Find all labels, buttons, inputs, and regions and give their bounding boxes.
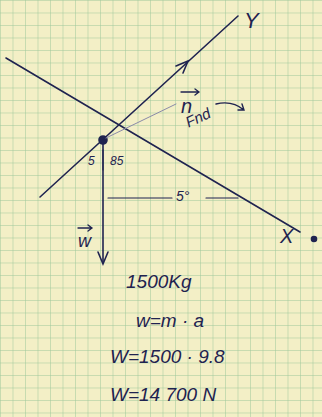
vector-mark xyxy=(78,225,92,231)
angle-label: 5 xyxy=(88,155,95,167)
angle-label: 5° xyxy=(176,189,189,203)
dot xyxy=(312,237,317,242)
curved-arrow xyxy=(216,103,244,110)
mass-label: 1500Kg xyxy=(126,272,192,291)
equation: W=14 700 N xyxy=(110,385,216,404)
vector-mark xyxy=(181,89,199,95)
weight-vector xyxy=(102,140,104,262)
axis-label: X xyxy=(280,226,293,246)
y-axis xyxy=(40,16,238,197)
weight-arrowhead xyxy=(98,252,108,264)
angle-divider xyxy=(103,150,104,170)
normal-line xyxy=(106,104,176,138)
x-axis xyxy=(6,58,300,232)
force-label: w xyxy=(78,232,91,250)
horizontal-line xyxy=(108,197,172,198)
free-body-sketch xyxy=(6,16,317,264)
horizontal-line xyxy=(206,197,238,198)
equation: W=1500 · 9.8 xyxy=(110,347,225,366)
equation: w=m · a xyxy=(136,311,204,330)
axis-label: Y xyxy=(244,10,259,32)
angle-label: 85 xyxy=(110,155,123,167)
y-arrowhead xyxy=(176,61,188,73)
